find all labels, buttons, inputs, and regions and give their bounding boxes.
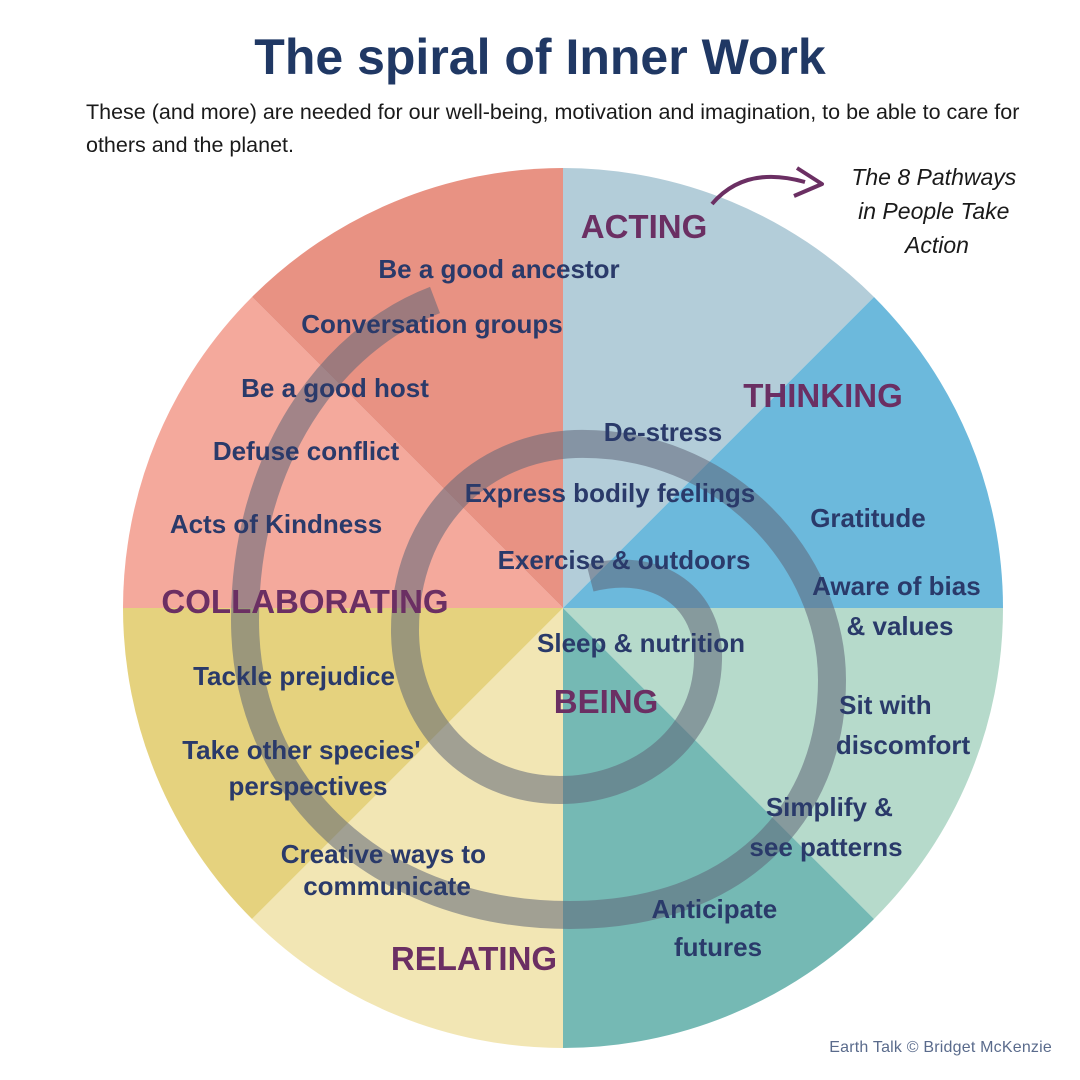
label-collaborating: COLLABORATING bbox=[161, 583, 448, 620]
sector-relating bbox=[252, 608, 563, 1048]
item-defuse: Defuse conflict bbox=[213, 436, 400, 466]
sector-collaborating bbox=[123, 608, 563, 919]
arrow-head bbox=[793, 166, 824, 198]
item-anticipate-line-2: futures bbox=[674, 932, 762, 962]
item-simplify-line-1: Simplify & bbox=[766, 792, 893, 822]
item-conversation: Conversation groups bbox=[301, 309, 562, 339]
page-title: The spiral of Inner Work bbox=[254, 29, 826, 85]
item-anticipate-line-1: Anticipate bbox=[652, 894, 778, 924]
item-creative-line-2: communicate bbox=[303, 871, 471, 901]
sector-kindness bbox=[123, 297, 563, 608]
item-species-line-1: Take other species' bbox=[182, 735, 420, 765]
inner-work-spiral bbox=[230, 286, 847, 930]
item-prejudice: Tackle prejudice bbox=[193, 661, 395, 691]
note-line-3: Action bbox=[903, 232, 969, 258]
item-ancestor: Be a good ancestor bbox=[378, 254, 619, 284]
item-creative: Creative ways to communicate bbox=[281, 839, 493, 901]
label-being: BEING bbox=[554, 683, 659, 720]
item-sit-line-1: Sit with bbox=[839, 690, 931, 720]
item-bodily: Express bodily feelings bbox=[465, 478, 755, 508]
sector-ancestor bbox=[252, 168, 563, 608]
note-line-1: The 8 Pathways bbox=[851, 164, 1016, 190]
sector-thinking bbox=[563, 297, 1003, 608]
item-species-line-2: perspectives bbox=[229, 771, 388, 801]
item-anticipate: Anticipate futures bbox=[652, 894, 785, 962]
item-gratitude: Gratitude bbox=[810, 503, 926, 533]
sector-sit-discomfort bbox=[563, 608, 1003, 919]
item-sleep: Sleep & nutrition bbox=[537, 628, 745, 658]
item-bias-line-1: Aware of bias bbox=[812, 571, 981, 601]
pathway-sectors bbox=[123, 168, 1003, 1048]
label-acting: ACTING bbox=[581, 208, 708, 245]
item-creative-line-1: Creative ways to bbox=[281, 839, 486, 869]
sector-anticipate bbox=[563, 608, 874, 1048]
item-destress: De-stress bbox=[604, 417, 723, 447]
item-simplify-line-2: see patterns bbox=[749, 832, 902, 862]
label-relating: RELATING bbox=[391, 940, 557, 977]
note-arrow bbox=[710, 166, 824, 206]
item-bias-line-2: & values bbox=[847, 611, 954, 641]
label-thinking: THINKING bbox=[743, 377, 903, 414]
sector-acting bbox=[563, 168, 874, 608]
pathways-note: The 8 Pathways in People Take Action bbox=[851, 164, 1022, 258]
item-sit: Sit with discomfort bbox=[836, 690, 971, 760]
item-bias: Aware of bias & values bbox=[812, 571, 988, 641]
arrow-curve bbox=[710, 174, 806, 206]
item-simplify: Simplify & see patterns bbox=[749, 792, 902, 862]
item-kindness: Acts of Kindness bbox=[170, 509, 382, 539]
subtitle: These (and more) are needed for our well… bbox=[86, 100, 1020, 157]
note-line-2: in People Take bbox=[858, 198, 1009, 224]
item-host: Be a good host bbox=[241, 373, 429, 403]
item-sit-line-2: discomfort bbox=[836, 730, 971, 760]
credit: Earth Talk © Bridget McKenzie bbox=[829, 1039, 1052, 1056]
item-exercise: Exercise & outdoors bbox=[498, 545, 751, 575]
item-species: Take other species' perspectives bbox=[182, 735, 428, 801]
